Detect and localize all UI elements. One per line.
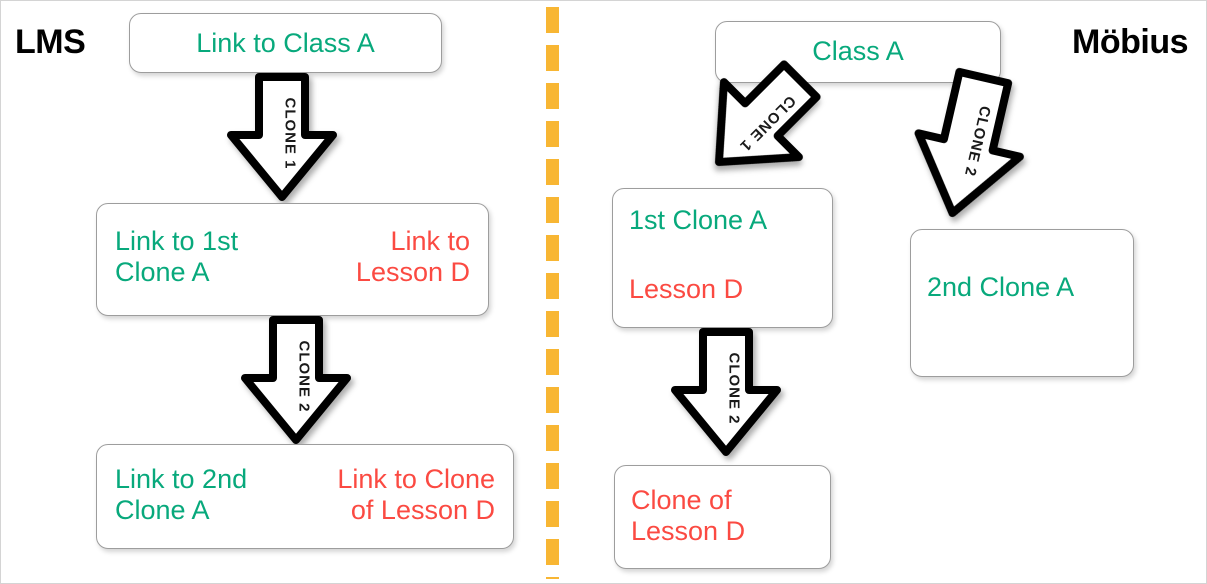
node-link-to-class-a-label: Link to Class A: [196, 28, 375, 58]
node-link-to-class-a[interactable]: Link to Class A: [129, 13, 442, 73]
node-clone-of-lesson-d-label: Clone of Lesson D: [631, 485, 746, 546]
node-clone-of-lesson-d[interactable]: Clone of Lesson D: [614, 465, 831, 569]
node-1st-clone-a-label: 1st Clone A: [629, 205, 768, 235]
arrow-lms-clone-2: CLONE 2: [237, 316, 355, 444]
node-lesson-d-label: Lesson D: [629, 274, 744, 304]
node-link-to-2nd-clone-a-label: Link to 2nd Clone A: [115, 464, 248, 525]
node-2nd-clone-a[interactable]: 2nd Clone A: [910, 229, 1134, 377]
arrow-lms-clone-2-label: CLONE 2: [295, 340, 313, 413]
node-class-a[interactable]: Class A: [715, 21, 1001, 83]
node-2nd-clone-a-label: 2nd Clone A: [927, 272, 1075, 302]
node-1st-clone-a[interactable]: 1st Clone A Lesson D: [612, 188, 833, 328]
arrow-mobius-clone-2: CLONE 2: [894, 59, 1045, 232]
arrow-mobius-clone-1: CLONE 1: [669, 31, 849, 211]
node-link-to-1st-clone-a[interactable]: Link to 1st Clone A Link to Lesson D: [96, 203, 489, 316]
arrow-mobius-clone-2b-label: CLONE 2: [725, 352, 743, 425]
arrow-lms-clone-1-label: CLONE 1: [281, 97, 299, 170]
platform-label-mobius: Möbius: [1072, 23, 1188, 61]
node-link-to-lesson-d-label: Link to Lesson D: [355, 226, 470, 287]
node-link-to-clone-of-lesson-d-label: Link to Clone of Lesson D: [337, 464, 495, 525]
node-link-to-1st-clone-a-label: Link to 1st Clone A: [115, 226, 239, 287]
platform-label-lms: LMS: [15, 23, 86, 61]
node-class-a-label: Class A: [812, 36, 904, 66]
node-link-to-2nd-clone-a[interactable]: Link to 2nd Clone A Link to Clone of Les…: [96, 444, 514, 549]
arrow-lms-clone-1: CLONE 1: [223, 73, 341, 201]
arrow-mobius-clone-2b: CLONE 2: [667, 328, 785, 456]
panel-divider: [546, 7, 559, 579]
